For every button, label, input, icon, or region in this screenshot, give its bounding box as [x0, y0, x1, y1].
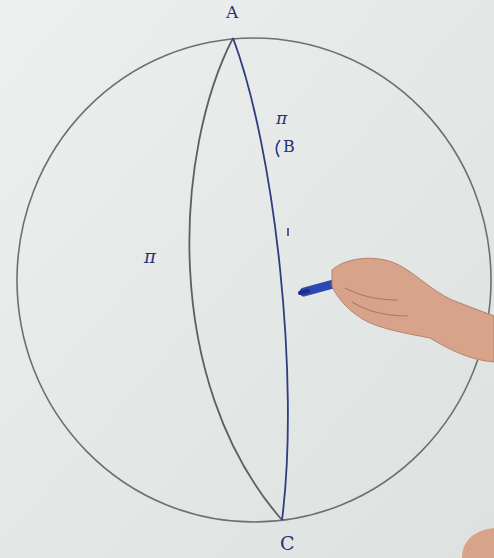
- point-label: A: [226, 4, 238, 21]
- angle-mark: [276, 140, 280, 157]
- hand-with-marker: [300, 258, 494, 558]
- point-label: C: [280, 534, 295, 553]
- left-great-arc: [189, 38, 282, 520]
- point-label: B: [283, 139, 295, 155]
- angle-label: π: [276, 110, 287, 127]
- tick-mark: [287, 228, 289, 236]
- angle-label: π: [144, 248, 156, 266]
- right-great-arc: [233, 38, 288, 520]
